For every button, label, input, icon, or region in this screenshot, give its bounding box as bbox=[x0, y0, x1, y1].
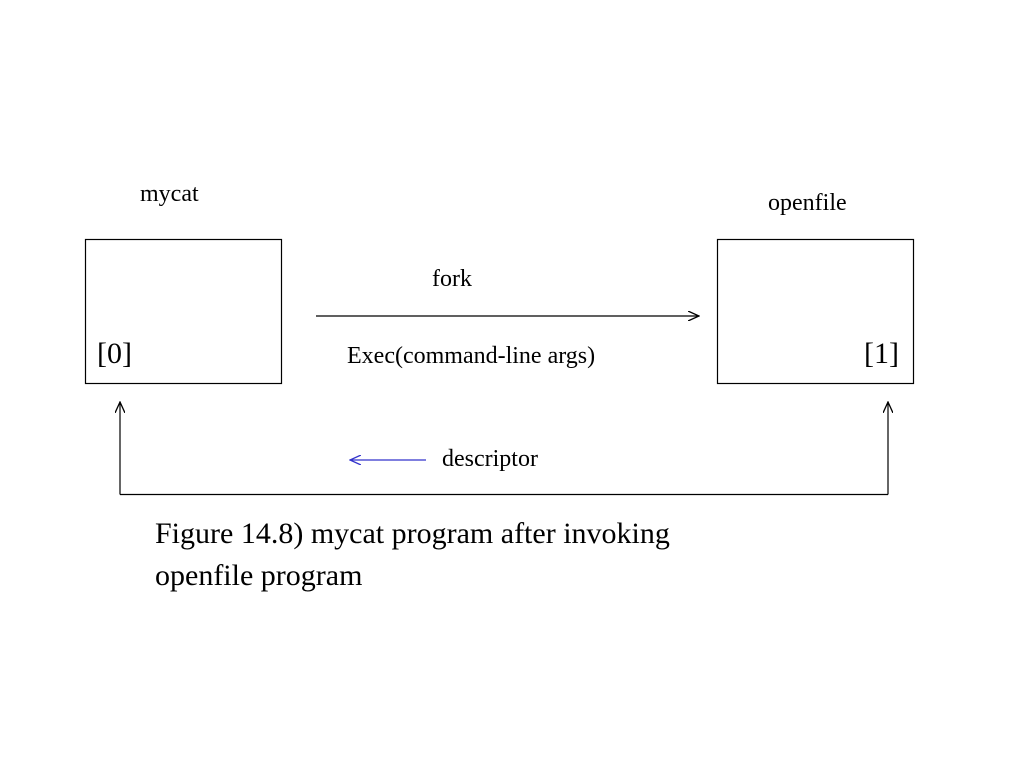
fork-label: fork bbox=[432, 266, 472, 292]
descriptor-label: descriptor bbox=[442, 446, 538, 472]
mycat-descriptor-index: [0] bbox=[97, 337, 132, 370]
figure-caption-line-2: openfile program bbox=[155, 559, 363, 592]
figure-caption: Figure 14.8) mycat program after invokin… bbox=[155, 513, 670, 597]
mycat-process-box bbox=[84, 238, 283, 385]
mycat-label: mycat bbox=[140, 181, 199, 207]
openfile-process-box bbox=[716, 238, 915, 385]
figure-caption-line-1: Figure 14.8) mycat program after invokin… bbox=[155, 517, 670, 550]
openfile-label: openfile bbox=[768, 190, 847, 216]
exec-label: Exec(command-line args) bbox=[347, 343, 596, 369]
openfile-descriptor-index: [1] bbox=[864, 337, 899, 370]
